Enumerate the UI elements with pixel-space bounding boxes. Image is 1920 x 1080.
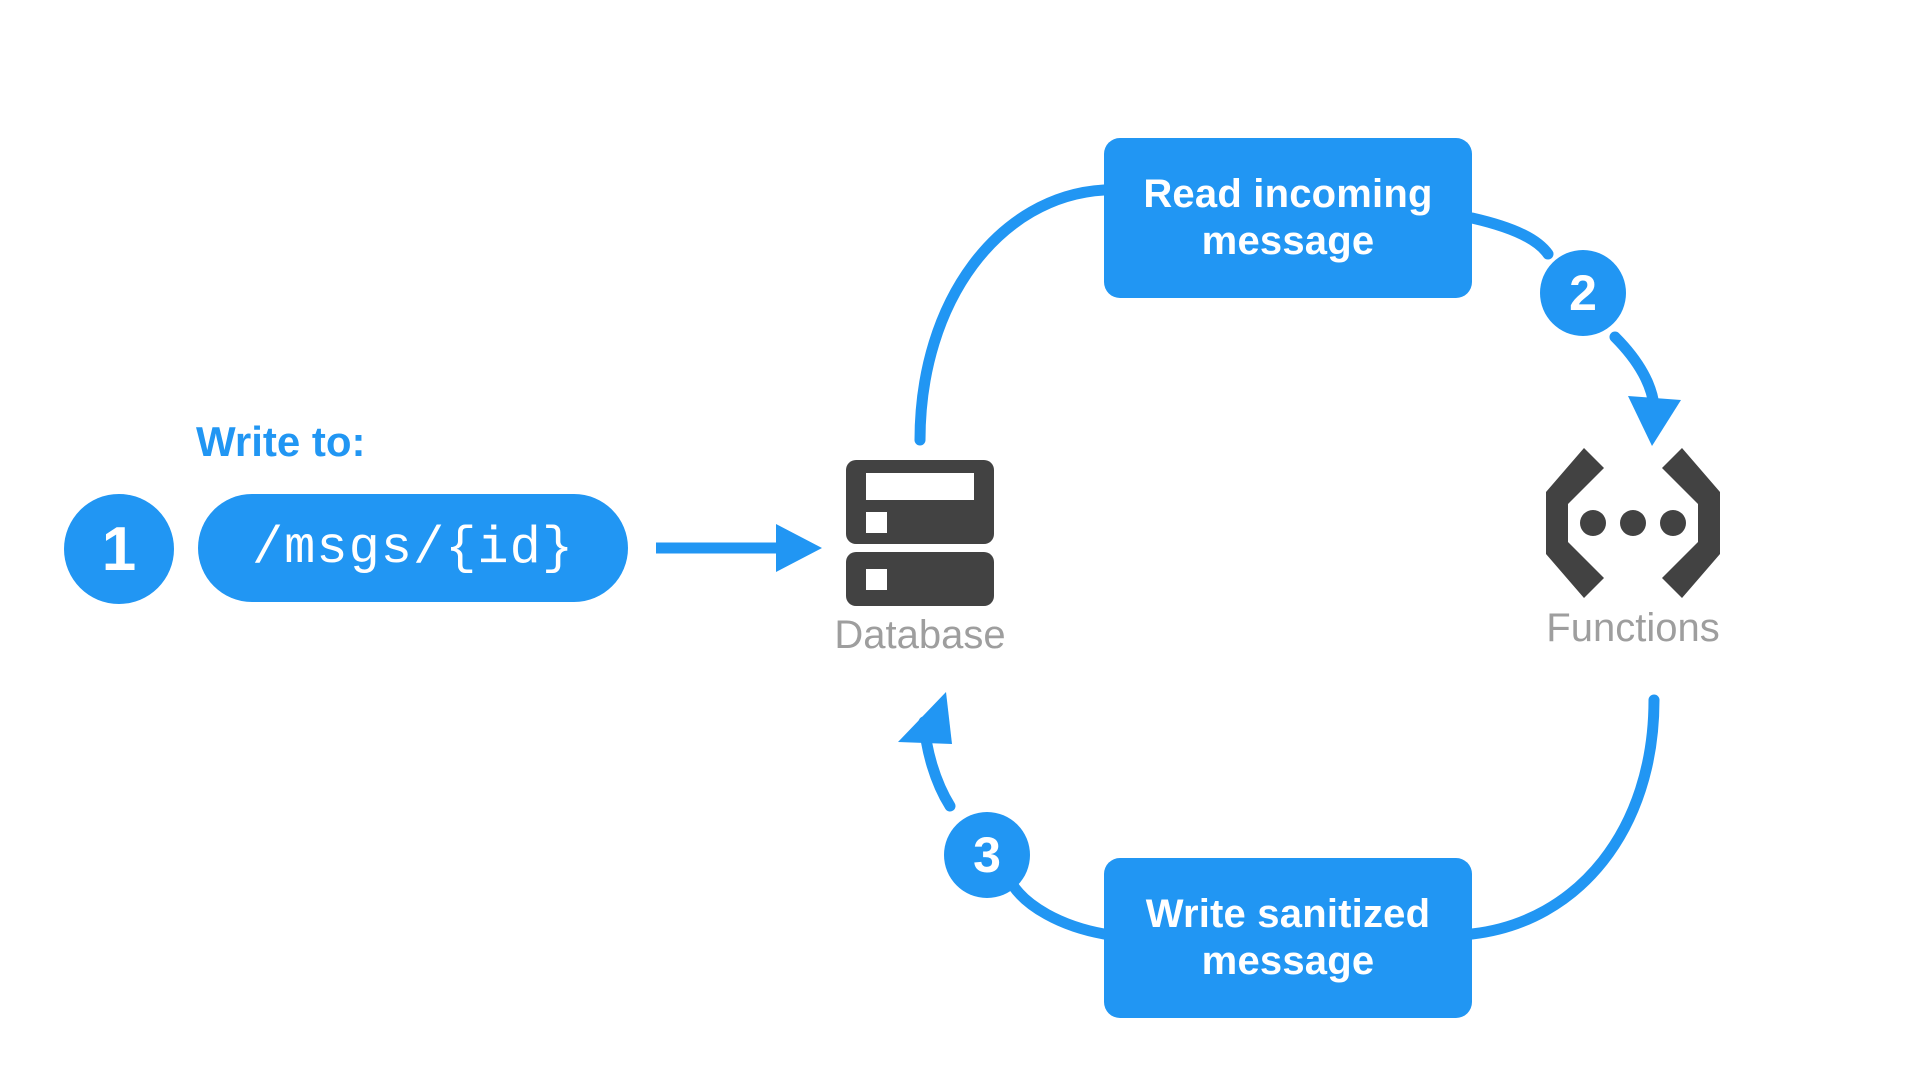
- functions-dots: [1538, 448, 1728, 598]
- functions-label: Functions: [1546, 606, 1720, 650]
- path-pill[interactable]: /msgs/{id}: [198, 494, 628, 602]
- database-icon: [846, 460, 994, 606]
- functions-dot-1: [1580, 510, 1606, 536]
- database-led-top: [866, 512, 887, 533]
- functions-dot-3: [1660, 510, 1686, 536]
- action-box-read-incoming-message[interactable]: Read incoming message: [1104, 138, 1472, 298]
- step-badge-2: 2: [1540, 250, 1626, 336]
- database-led-bottom: [866, 569, 887, 590]
- read-to-functions-arrow: [1466, 212, 1681, 446]
- action-box-read-text: Read incoming message: [1143, 171, 1432, 265]
- database-unit-bottom: [846, 552, 994, 606]
- action-box-write-line1: Write sanitized: [1145, 891, 1431, 936]
- action-box-write-sanitized-message[interactable]: Write sanitized message: [1104, 858, 1472, 1018]
- action-box-read-line1: Read incoming: [1143, 171, 1433, 216]
- action-box-write-text: Write sanitized message: [1146, 891, 1431, 985]
- service-database: Database: [820, 460, 1020, 658]
- functions-braces-icon: [1538, 448, 1728, 598]
- database-label: Database: [834, 613, 1006, 657]
- step-badge-3: 3: [944, 812, 1030, 898]
- action-box-write-line2: message: [1201, 939, 1375, 983]
- step-badge-1: 1: [64, 494, 174, 604]
- pill-to-database-arrow: [656, 524, 822, 572]
- functions-dot-2: [1620, 510, 1646, 536]
- functions-bracket-shapes: [1546, 448, 1720, 598]
- write-to-database-arrow: [898, 692, 1110, 940]
- functions-to-write-arc: [1466, 694, 1660, 940]
- action-box-read-line2: message: [1201, 219, 1375, 263]
- database-slot-bar: [866, 473, 974, 500]
- database-to-read-arc: [914, 184, 1110, 446]
- write-to-label: Write to:: [196, 418, 366, 465]
- service-functions: Functions: [1518, 448, 1748, 651]
- database-unit-top: [846, 460, 994, 544]
